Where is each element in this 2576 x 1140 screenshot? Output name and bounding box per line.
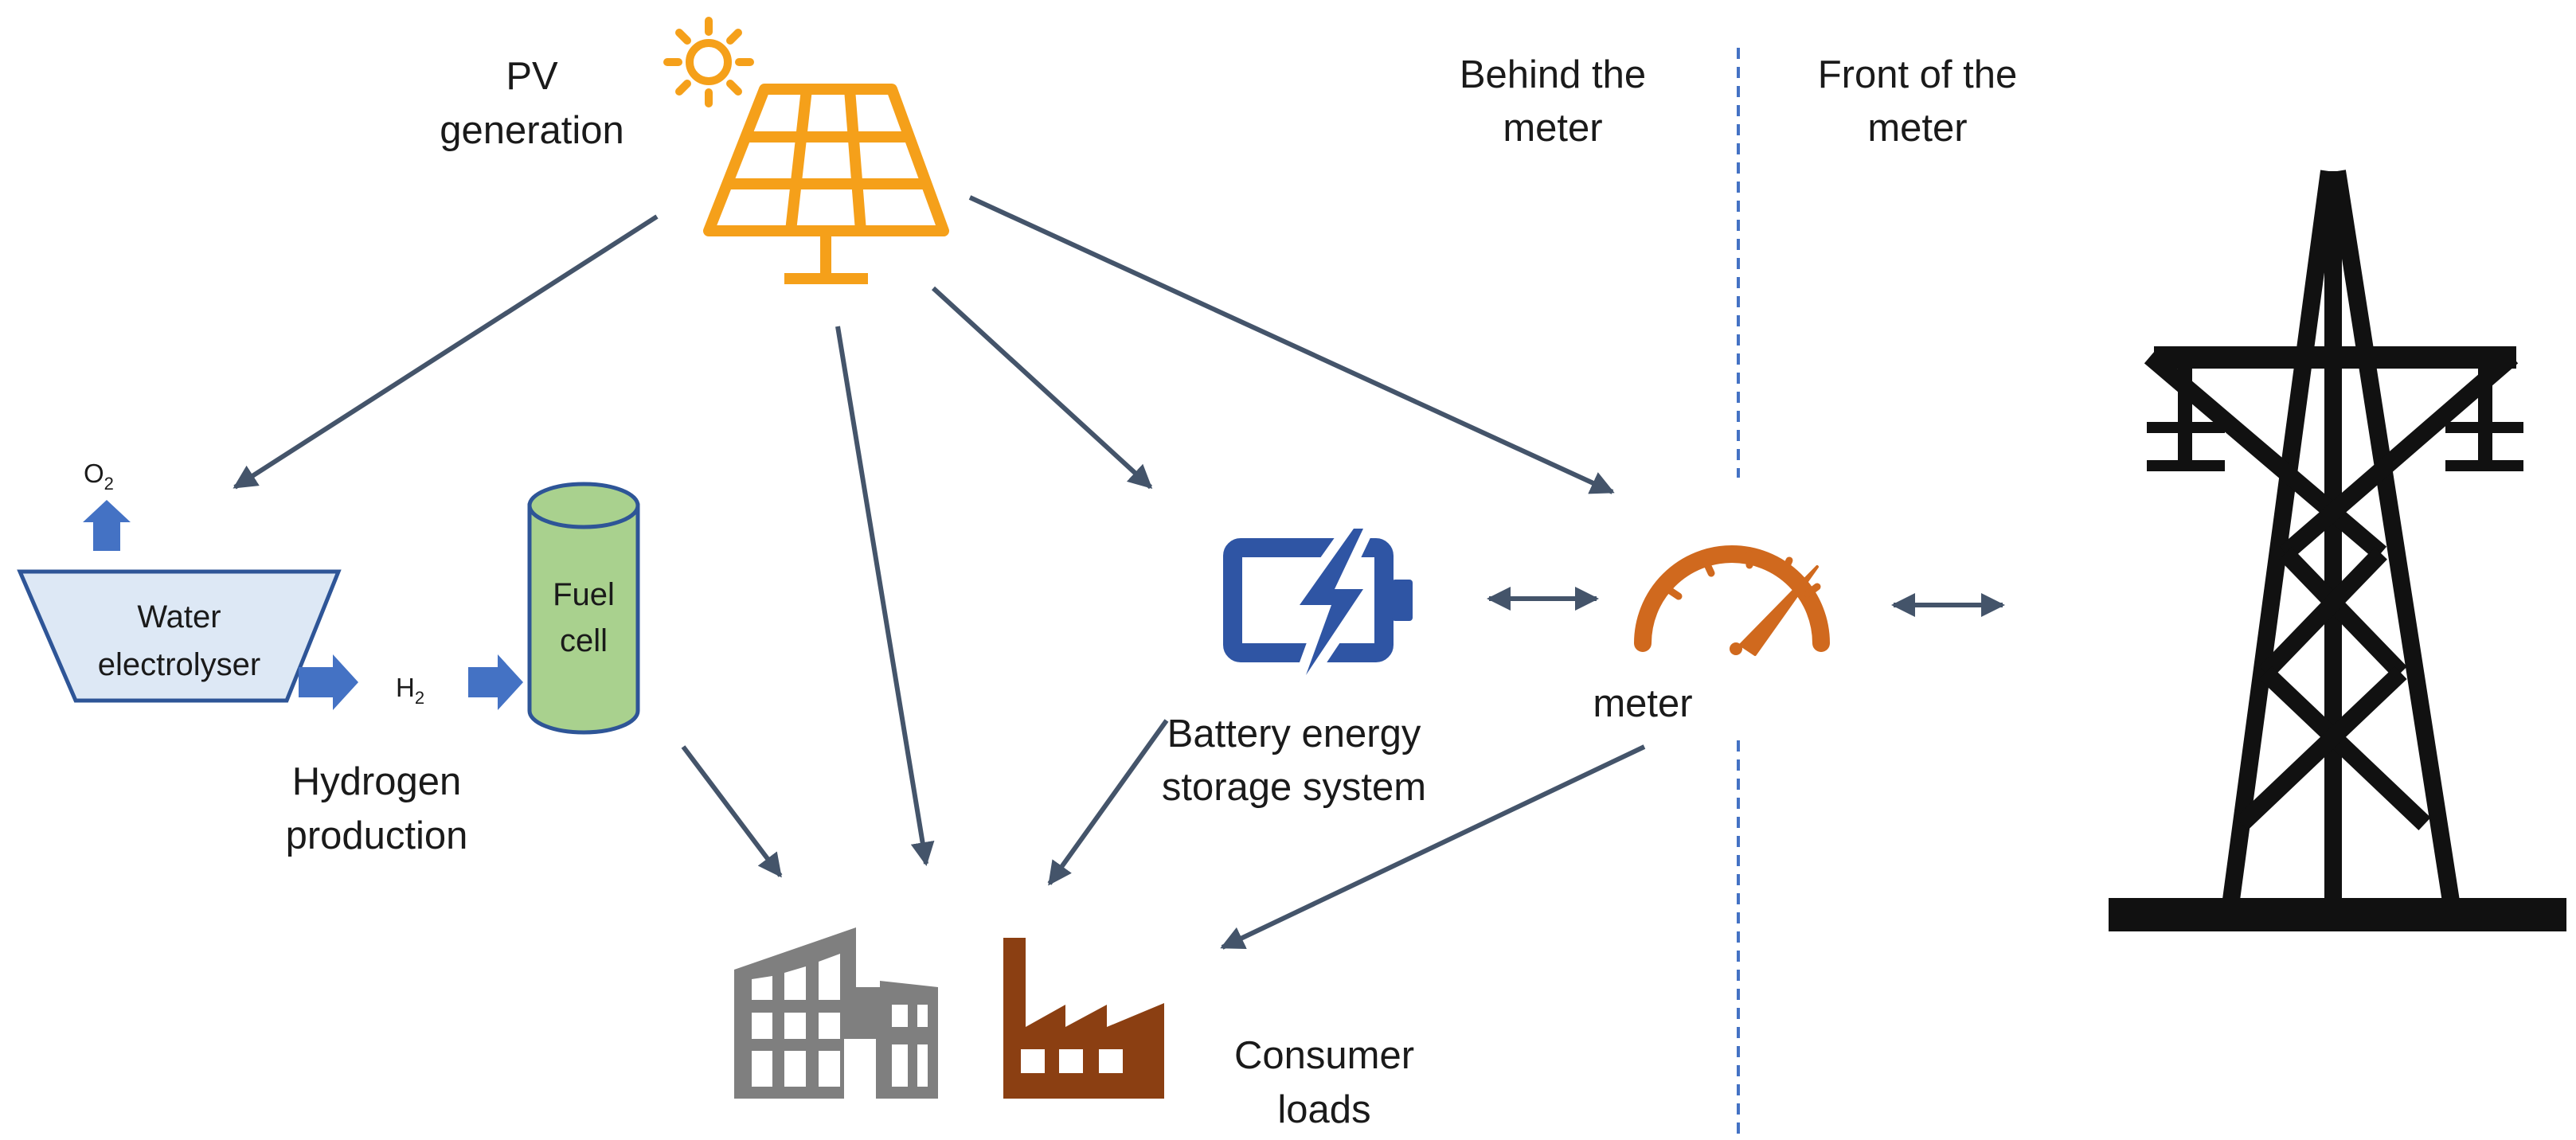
consumer-loads-label-line2: loads	[1277, 1088, 1370, 1131]
factory-icon	[1003, 938, 1164, 1099]
building-icon	[734, 927, 938, 1099]
behind-the-meter-label-line2: meter	[1503, 107, 1602, 150]
arrow-pv-to-electrolyser	[233, 214, 659, 490]
pv-generation-label-line2: generation	[440, 109, 624, 152]
arrow-pv-to-consumer-loads	[835, 326, 935, 866]
o2-output-arrow	[83, 500, 131, 551]
arrow-pv-to-meter	[968, 195, 1615, 494]
arrow-meter-to-loads	[1220, 744, 1646, 950]
front-of-the-meter-label-line2: meter	[1867, 107, 1967, 150]
hydrogen-production-label: Hydrogen	[292, 760, 461, 803]
meter-gauge-icon	[1634, 545, 1830, 656]
battery-icon	[1223, 518, 1413, 685]
arrow-fuel-cell-to-loads	[681, 745, 783, 878]
electrolyser-label-line2: electrolyser	[98, 647, 261, 682]
solar-panel-icon	[703, 84, 949, 284]
electrolyser-label: Water	[137, 599, 221, 634]
fuel-cell	[527, 482, 640, 735]
o2-label: O2	[84, 459, 114, 494]
h2-flow-arrow	[299, 654, 358, 710]
flow-arrows	[233, 195, 2005, 950]
front-of-the-meter-label: Front of the	[1818, 53, 2018, 96]
transmission-tower-icon	[2109, 170, 2566, 931]
hydrogen-production-label-line2: production	[286, 814, 468, 857]
battery-label: Battery energy	[1167, 712, 1421, 755]
water-electrolyser	[17, 569, 342, 703]
consumer-loads-label: Consumer	[1234, 1034, 1414, 1077]
h2-label: H2	[396, 673, 424, 708]
pv-generation-label: PV	[506, 55, 558, 98]
arrow-pv-to-battery	[931, 286, 1153, 490]
battery-label-line2: storage system	[1162, 766, 1426, 809]
fuel-cell-feed-arrow	[468, 654, 523, 710]
arrow-battery-to-loads	[1047, 719, 1169, 886]
fuel-cell-label: Fuel	[553, 577, 615, 612]
fuel-cell-label-line2: cell	[560, 623, 608, 658]
behind-the-meter-label: Behind the	[1460, 53, 1646, 96]
sun-icon	[663, 17, 754, 107]
meter-label: meter	[1593, 682, 1692, 725]
